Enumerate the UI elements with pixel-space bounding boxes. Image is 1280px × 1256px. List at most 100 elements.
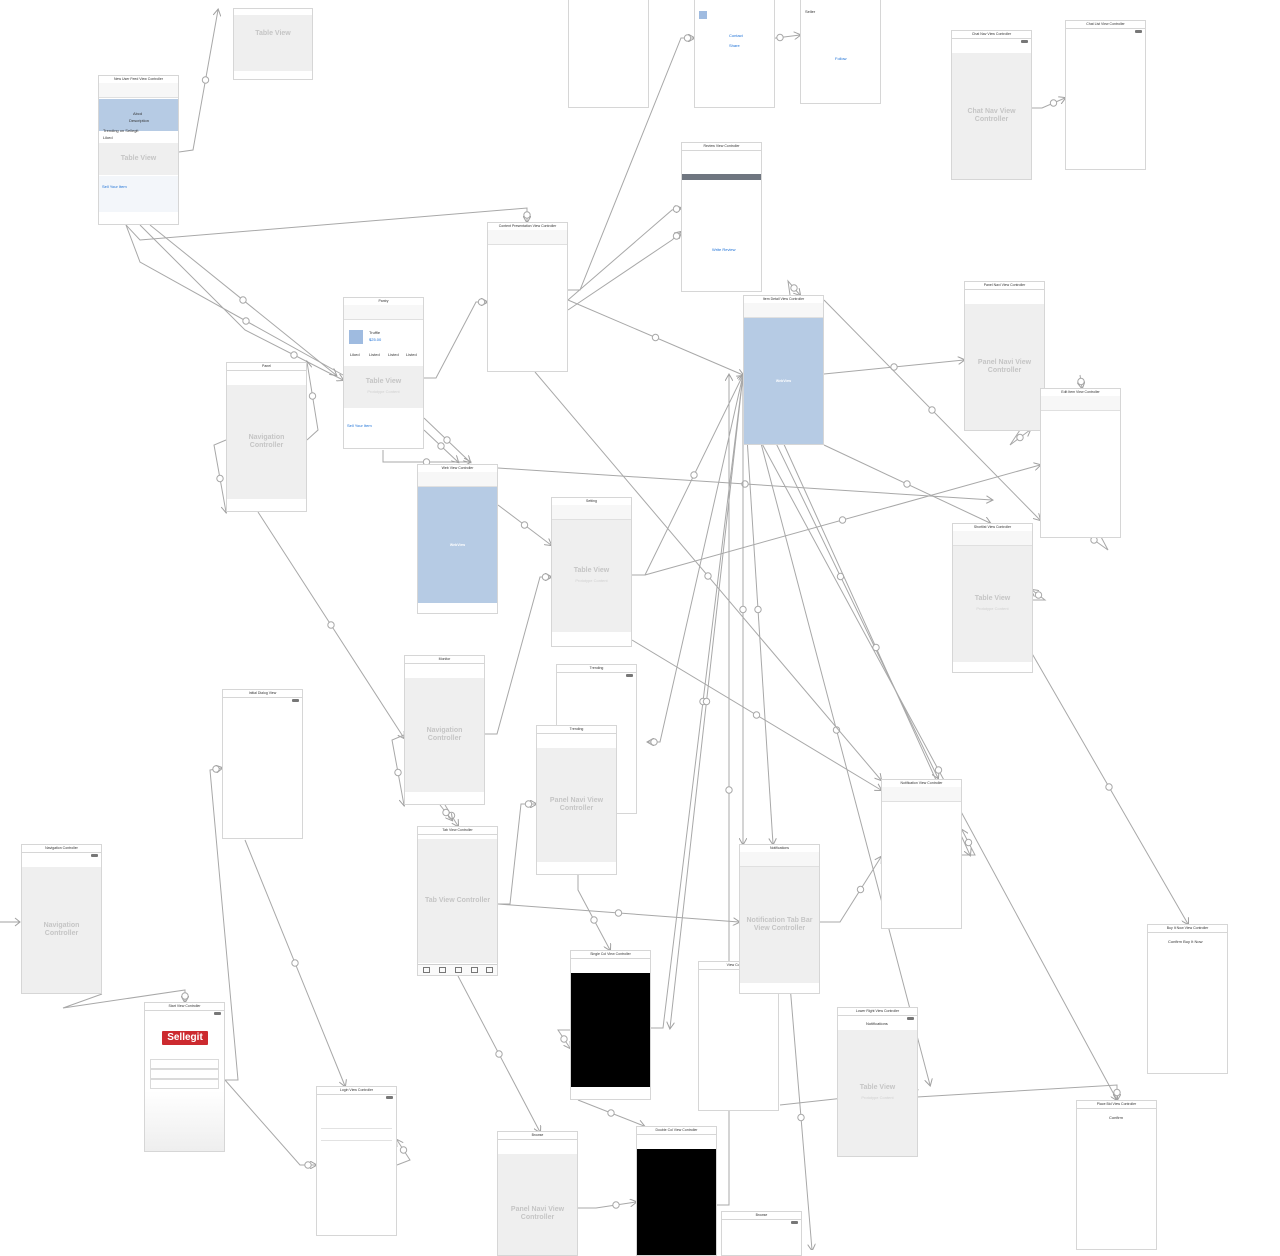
tab-profile-icon[interactable] [486, 967, 493, 973]
sell-link[interactable]: Sell Your Item [102, 184, 127, 189]
segue-icon[interactable] [442, 808, 450, 817]
share-link[interactable]: Share [729, 43, 740, 48]
tab-browse-icon[interactable] [439, 967, 446, 973]
segue-icon[interactable] [672, 205, 681, 213]
write-review-link[interactable]: Write Review [712, 247, 736, 252]
segue-icon[interactable] [699, 697, 707, 706]
contact-link[interactable]: Contact [729, 33, 743, 38]
segue-icon[interactable] [683, 34, 692, 42]
segue-icon[interactable] [928, 406, 936, 414]
segue-icon[interactable] [304, 1161, 312, 1169]
segue-icon[interactable] [832, 726, 841, 734]
segue-icon[interactable] [437, 442, 445, 450]
scene-start-view[interactable]: Start View Controller Sellegit [144, 1002, 225, 1152]
scene-trending-b[interactable]: Trending Panel Navi View Controller [536, 725, 617, 875]
scene-notifications-tab[interactable]: Notifications Notification Tab Bar View … [739, 844, 820, 994]
segue-icon[interactable] [890, 363, 898, 371]
segue-icon[interactable] [327, 621, 335, 629]
segue-icon[interactable] [520, 521, 529, 529]
segue-icon[interactable] [704, 572, 712, 580]
segue-icon[interactable] [495, 1050, 503, 1058]
segue-icon[interactable] [836, 572, 845, 581]
scene-seller-top[interactable]: Seller Follow [800, 0, 881, 104]
confirm-buy-label[interactable]: Confirm Buy It Now [1168, 939, 1203, 944]
scene-browse-panel[interactable]: Browse Panel Navi View Controller [497, 1131, 578, 1256]
segue-icon[interactable] [239, 296, 247, 304]
tab-notifications-icon[interactable] [471, 967, 478, 973]
segue-icon[interactable] [394, 768, 402, 777]
segue-icon[interactable] [651, 333, 660, 342]
segue-icon[interactable] [524, 800, 533, 808]
scene-double-col[interactable]: Double Col View Controller [636, 1126, 717, 1256]
scene-monitor[interactable]: Monitor Navigation Controller [404, 655, 485, 805]
segue-icon[interactable] [964, 838, 973, 847]
sell-link[interactable]: Sell Your Item [347, 423, 372, 428]
segue-icon[interactable] [614, 909, 623, 917]
segue-icon[interactable] [181, 992, 189, 1000]
segue-icon[interactable] [838, 516, 847, 524]
segue-icon[interactable] [690, 471, 698, 479]
scene-chat-list[interactable]: Chat List View Controller [1065, 20, 1146, 170]
segue-icon[interactable] [443, 436, 451, 444]
segue-icon[interactable] [702, 697, 711, 706]
segue-icon[interactable] [216, 474, 224, 483]
segue-icon[interactable] [754, 605, 762, 614]
segue-icon[interactable] [607, 1109, 615, 1117]
segue-icon[interactable] [291, 959, 299, 967]
segue-icon[interactable] [797, 1113, 805, 1122]
username-field[interactable] [150, 1059, 219, 1069]
scene-item-detail-top[interactable]: Contact Share [694, 0, 775, 108]
segue-icon[interactable] [903, 480, 911, 488]
segue-icon[interactable] [201, 76, 210, 84]
login-password-row[interactable] [321, 1133, 392, 1141]
segue-icon[interactable] [752, 711, 761, 719]
segue-icon[interactable] [612, 1201, 620, 1209]
scene-partial-top[interactable] [568, 0, 649, 108]
scene-review-view[interactable]: Review View Controller Write Review [681, 142, 762, 292]
segue-icon[interactable] [541, 573, 550, 581]
segue-icon[interactable] [447, 811, 456, 820]
segue-icon[interactable] [477, 298, 486, 306]
scene-table-top[interactable]: Table View [233, 8, 313, 80]
segue-icon[interactable] [739, 605, 747, 614]
scene-login-view[interactable]: Login View Controller [316, 1086, 397, 1236]
scene-buy-item[interactable]: Buy It Now View Controller Confirm Buy I… [1147, 924, 1228, 1074]
segue-icon[interactable] [242, 317, 250, 325]
email-field[interactable] [150, 1069, 219, 1079]
segue-icon[interactable] [1016, 433, 1024, 442]
login-username-row[interactable] [321, 1121, 392, 1129]
segue-icon[interactable] [399, 1146, 408, 1154]
scene-edit-item[interactable]: Edit Item View Controller [1040, 388, 1121, 538]
scene-notification-view[interactable]: Notification View Controller [881, 779, 962, 929]
scene-nav-controller-left[interactable]: Navigation Controller Navigation Control… [21, 844, 102, 994]
segue-icon[interactable] [1113, 1088, 1121, 1097]
segue-icon[interactable] [934, 766, 943, 774]
segue-icon[interactable] [1034, 591, 1043, 599]
scene-web-view[interactable]: Web View Controller WebView [417, 464, 498, 614]
segue-icon[interactable] [725, 786, 733, 794]
segue-icon[interactable] [212, 765, 220, 773]
scene-new-user-feed[interactable]: New User Feed View Controller Abcd Descr… [98, 75, 179, 225]
password-field[interactable] [150, 1079, 219, 1089]
tab-sell-icon[interactable] [455, 967, 462, 973]
segue-icon[interactable] [1049, 99, 1058, 107]
scene-panel-navi-right[interactable]: Panel Navi View Controller Panel Navi Vi… [964, 281, 1045, 431]
scene-chat-nav[interactable]: Chat Nav View Controller Chat Nav View C… [951, 30, 1032, 180]
segue-icon[interactable] [523, 211, 531, 219]
segue-icon[interactable] [560, 1035, 568, 1043]
segue-icon[interactable] [856, 885, 865, 894]
scene-single-col[interactable]: Single Col View Controller [570, 950, 651, 1100]
follow-link[interactable]: Follow [835, 56, 847, 61]
scene-item-detail[interactable]: Item Detail View Controller WebView [743, 295, 824, 445]
segue-icon[interactable] [776, 33, 784, 42]
scene-content-presentation[interactable]: Content Presentation View Controller [487, 222, 568, 372]
scene-initial-dialog[interactable]: Initial Dialog View [222, 689, 303, 839]
segue-icon[interactable] [790, 284, 798, 292]
scene-lower-right[interactable]: Lower Right View Controller Notification… [837, 1007, 918, 1157]
segue-icon[interactable] [308, 392, 317, 400]
segue-icon[interactable] [872, 643, 880, 652]
scene-item-panel[interactable]: Pantry Truffle $25.00 Liked Listed Liste… [343, 297, 424, 449]
scene-place-bid[interactable]: Place Bid View Controller Confirm [1076, 1100, 1157, 1250]
